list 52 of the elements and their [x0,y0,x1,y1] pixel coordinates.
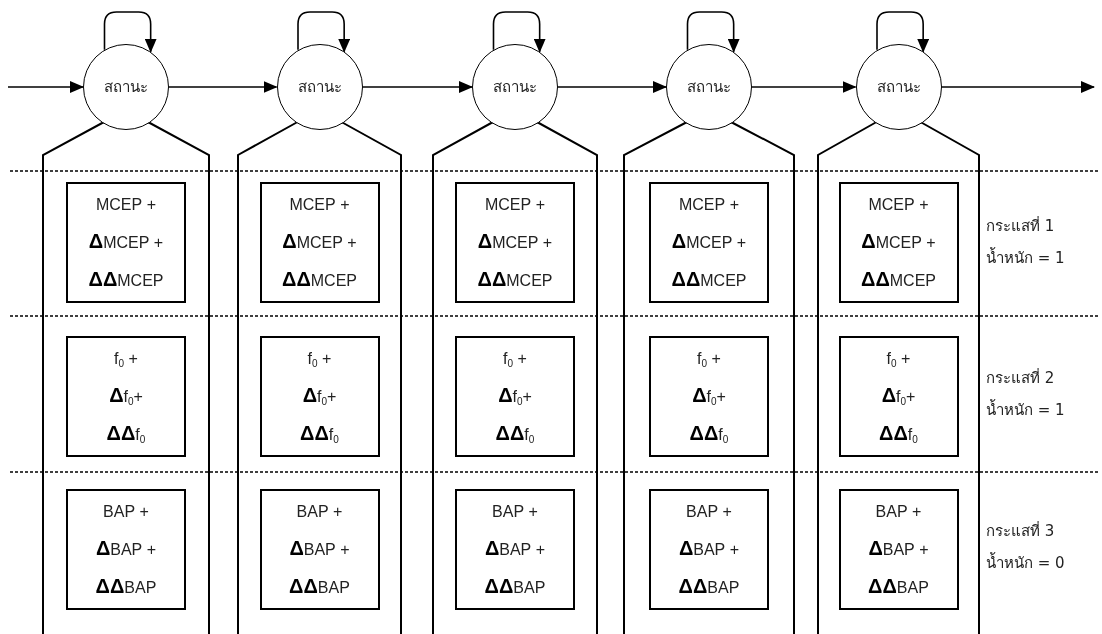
feature-text: BAP + ΔBAP + ΔΔBAP [484,501,546,599]
feature-box [455,182,575,303]
feature-box [259,489,380,610]
transition-arrow [751,81,857,93]
feature-text: MCEP + ΔMCEP + ΔΔMCEP [671,194,747,292]
feature-box [838,489,959,610]
self-loop-arrow [876,11,930,53]
self-loop-arrow [103,11,157,53]
feature-text: BAP + ΔBAP + ΔΔBAP [289,501,350,599]
transition-arrow [557,81,667,93]
transition-arrow [940,81,1095,93]
feature-box [455,336,575,457]
state-circle: สถานะ [472,44,558,130]
feature-box [66,182,186,303]
feature-box [259,182,380,303]
transition-arrow [7,81,84,93]
feature-box [649,182,769,303]
feature-box [66,489,186,610]
feature-text: MCEP + ΔMCEP + ΔΔMCEP [282,194,357,292]
state-circle: สถานะ [276,44,363,130]
self-loop-arrow [686,11,740,53]
feature-text: f$_{0}$ + Δf$_{0}$+ ΔΔf$_{0}$ [300,348,339,447]
feature-text: BAP + ΔBAP + ΔΔBAP [95,501,157,599]
feature-text: MCEP + ΔMCEP + ΔΔMCEP [477,194,553,292]
stream-note: น้ำหนัก = 1 [986,246,1065,269]
feature-box [455,489,575,610]
state-circle: สถานะ [83,44,169,130]
feature-text: f$_{0}$ + Δf$_{0}$+ ΔΔf$_{0}$ [879,348,918,447]
feature-text: f$_{0}$ + Δf$_{0}$+ ΔΔf$_{0}$ [106,348,146,447]
stream-note: กระแสที่ 3 [986,520,1055,542]
self-loop-arrow [492,11,546,53]
feature-box [259,336,380,457]
feature-text: MCEP + ΔMCEP + ΔΔMCEP [861,194,936,292]
self-loop-arrow [297,11,351,53]
state-circle: สถานะ [855,44,942,130]
feature-box [66,336,186,457]
stream-note: กระแสที่ 1 [986,215,1055,237]
feature-text: MCEP + ΔMCEP + ΔΔMCEP [88,194,164,292]
state-circle: สถานะ [666,44,752,130]
feature-box [649,489,769,610]
transition-arrow [361,81,473,93]
feature-text: f$_{0}$ + Δf$_{0}$+ ΔΔf$_{0}$ [495,348,535,447]
stream-note: น้ำหนัก = 0 [986,551,1065,574]
feature-box [838,182,959,303]
transition-arrow [168,81,278,93]
feature-box [838,336,959,457]
feature-text: BAP + ΔBAP + ΔΔBAP [678,501,740,599]
feature-text: f$_{0}$ + Δf$_{0}$+ ΔΔf$_{0}$ [689,348,729,447]
stream-note: กระแสที่ 2 [986,367,1055,389]
feature-text: BAP + ΔBAP + ΔΔBAP [868,501,929,599]
feature-box [649,336,769,457]
stream-note: น้ำหนัก = 1 [986,398,1065,421]
